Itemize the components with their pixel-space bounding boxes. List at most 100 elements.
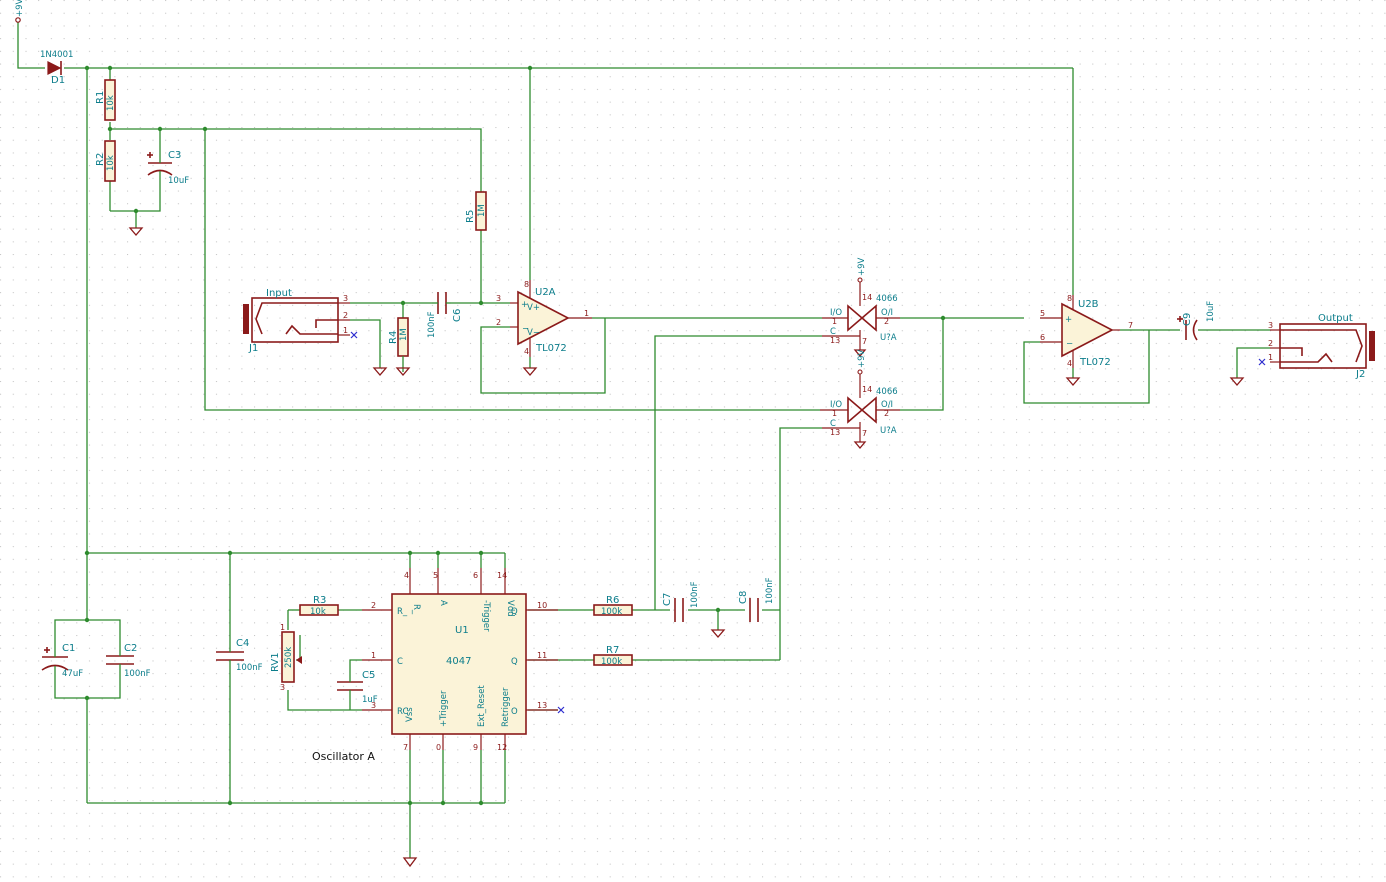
svg-text:+9V: +9V (857, 349, 867, 368)
resistor-r3[interactable]: R3 10k (299, 595, 339, 617)
svg-text:C1: C1 (62, 643, 75, 654)
svg-text:100nF: 100nF (124, 669, 151, 679)
svg-text:C8: C8 (738, 591, 749, 604)
svg-text:6: 6 (1040, 333, 1045, 342)
svg-text:1: 1 (371, 651, 376, 660)
capacitor-c2[interactable]: C2 100nF (106, 640, 151, 680)
svg-text:−: − (522, 324, 529, 334)
svg-text:2: 2 (371, 601, 376, 610)
svg-text:C3: C3 (168, 150, 181, 161)
svg-text:Output: Output (1318, 313, 1353, 324)
capacitor-c3[interactable]: C3 10uF (147, 150, 189, 186)
opamp-u2a[interactable]: + − V+ V− 3 2 1 8 4 U2A TL072 (496, 280, 592, 357)
svg-text:U2A: U2A (535, 287, 556, 298)
svg-text:100nF: 100nF (427, 311, 437, 338)
svg-text:4066: 4066 (876, 294, 898, 304)
svg-text:14: 14 (497, 571, 507, 580)
svg-text:1: 1 (280, 623, 285, 632)
svg-text:100nF: 100nF (690, 581, 700, 608)
svg-text:2: 2 (1268, 339, 1273, 348)
svg-text:10: 10 (537, 601, 547, 610)
potentiometer-rv1[interactable]: RV1 250k 1 3 (270, 623, 302, 692)
junctions (84, 65, 946, 806)
diode-d1[interactable]: 1N4001 D1 (40, 50, 73, 86)
svg-text:5: 5 (433, 571, 438, 580)
svg-text:3: 3 (280, 683, 285, 692)
no-connect-mark (1258, 358, 1266, 366)
svg-text:Retrigger: Retrigger (501, 687, 511, 727)
svg-text:O/I: O/I (881, 308, 893, 318)
resistor-r5[interactable]: R5 1M (465, 191, 487, 231)
svg-text:10uF: 10uF (168, 176, 189, 186)
svg-text:Ext_Reset: Ext_Reset (477, 685, 487, 727)
svg-text:3: 3 (371, 701, 376, 710)
svg-text:13: 13 (537, 701, 547, 710)
svg-text:5: 5 (1040, 309, 1045, 318)
svg-text:R3: R3 (313, 595, 326, 606)
svg-text:Vdd: Vdd (505, 600, 515, 617)
svg-text:C6: C6 (452, 309, 463, 322)
svg-text:1M: 1M (477, 204, 487, 217)
svg-text:14: 14 (862, 293, 872, 302)
svg-text:13: 13 (830, 336, 840, 345)
svg-text:13: 13 (830, 428, 840, 437)
capacitor-c6[interactable]: C6 100nF (427, 292, 463, 338)
analog-switch-2[interactable]: +9V 4066 U?A I/O O/I C 1 2 13 14 7 (820, 349, 900, 450)
svg-text:14: 14 (862, 385, 872, 394)
svg-text:C5: C5 (362, 670, 375, 681)
power-symbol-9v: +9V (15, 0, 25, 23)
svg-text:100k: 100k (601, 607, 622, 617)
svg-text:7: 7 (862, 429, 867, 438)
svg-text:100k: 100k (601, 657, 622, 667)
svg-text:100nF: 100nF (236, 663, 263, 673)
opamp-u2b[interactable]: + − 5 6 7 8 4 U2B TL072 (1040, 294, 1133, 368)
input-jack-j1[interactable]: 3 2 1 Input J1 (243, 288, 358, 354)
ic-4047-u1[interactable]: 4 5 6 14 2 1 3 10 11 13 7 0 9 12 R_ R_ A (362, 568, 565, 752)
svg-text:7: 7 (1128, 321, 1133, 330)
svg-text:0: 0 (436, 743, 441, 752)
svg-text:R6: R6 (606, 595, 619, 606)
capacitor-c1[interactable]: C1 47uF (41, 640, 83, 680)
svg-text:-Trigger: -Trigger (481, 600, 491, 632)
capacitor-c7[interactable]: C7 100nF (662, 581, 700, 622)
no-connect-mark (557, 706, 565, 714)
svg-text:R5: R5 (465, 210, 476, 223)
ground-symbols (128, 227, 1245, 868)
resistor-r1[interactable]: R1 10k (95, 79, 116, 121)
svg-text:7: 7 (862, 337, 867, 346)
svg-text:1: 1 (584, 309, 589, 318)
resistor-r2[interactable]: R2 10k (95, 140, 116, 182)
svg-text:C7: C7 (662, 593, 673, 606)
resistor-r6[interactable]: R6 100k (593, 595, 633, 617)
output-jack-j2[interactable]: 3 2 1 Output J2 (1258, 313, 1375, 380)
svg-text:C: C (830, 419, 836, 429)
svg-text:U1: U1 (455, 625, 469, 636)
capacitor-c4[interactable]: C4 100nF (216, 638, 263, 673)
resistor-r7[interactable]: R7 100k (593, 645, 633, 667)
svg-text:4: 4 (524, 347, 529, 356)
svg-text:R_: R_ (397, 607, 408, 617)
svg-text:4047: 4047 (446, 656, 471, 667)
svg-text:D1: D1 (51, 75, 65, 86)
svg-text:1: 1 (832, 317, 837, 326)
svg-text:1: 1 (1268, 353, 1273, 362)
svg-text:I/O: I/O (830, 308, 842, 318)
svg-text:C2: C2 (124, 643, 137, 654)
svg-text:R2: R2 (95, 153, 106, 166)
svg-text:I/O: I/O (830, 400, 842, 410)
svg-text:10k: 10k (106, 95, 116, 111)
svg-text:+9V: +9V (857, 257, 867, 276)
svg-text:+Trigger: +Trigger (439, 690, 449, 727)
svg-text:J2: J2 (1355, 369, 1365, 380)
svg-text:1M: 1M (399, 328, 409, 341)
svg-text:4066: 4066 (876, 387, 898, 397)
svg-text:V−: V− (527, 328, 540, 338)
svg-text:RC: RC (397, 707, 408, 717)
capacitor-c5[interactable]: C5 1uF (337, 670, 378, 705)
capacitor-c9[interactable]: C9 10uF (1177, 301, 1216, 341)
svg-text:1: 1 (343, 326, 348, 335)
capacitor-c8[interactable]: C8 100nF (738, 577, 775, 622)
analog-switch-1[interactable]: +9V 4066 U?A I/O O/I C 1 2 13 14 7 (822, 257, 900, 358)
wires (17, 22, 1270, 858)
